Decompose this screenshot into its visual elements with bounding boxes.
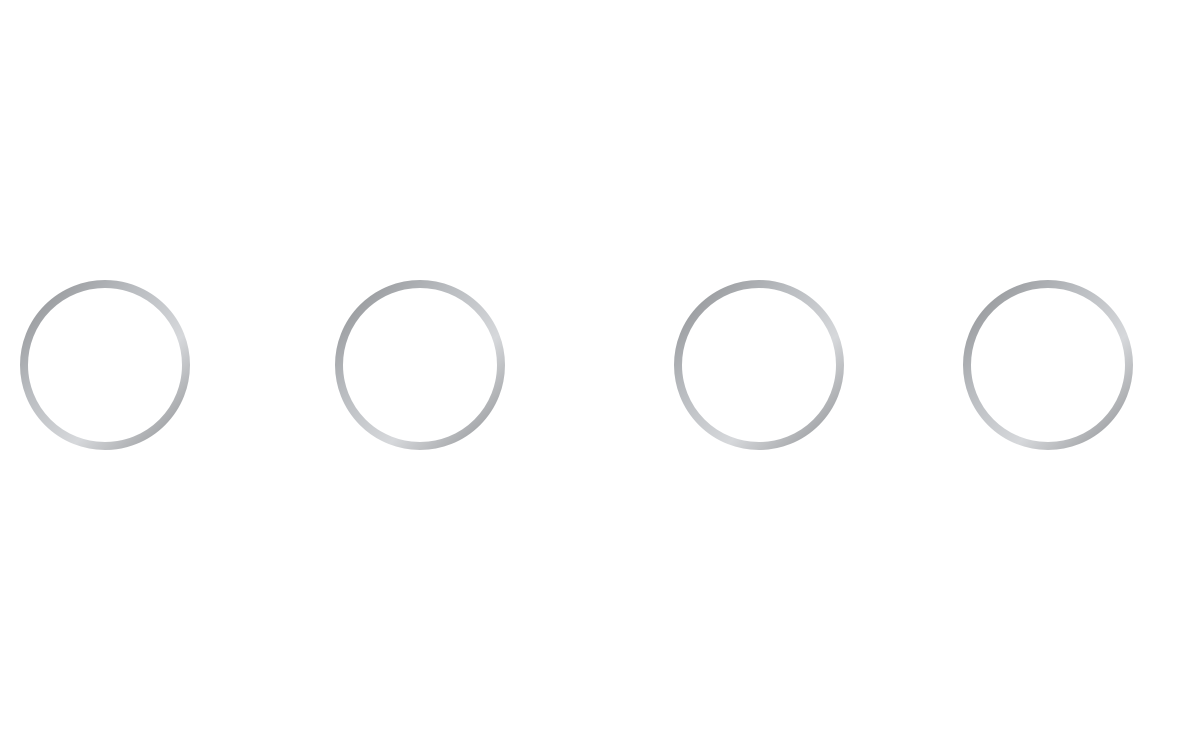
ring-outline-icon [673, 279, 845, 451]
ring-outline-graphic [674, 280, 844, 450]
ring-outline-icon [962, 279, 1134, 451]
ring-outline-icon [19, 279, 191, 451]
ring-outline-icon [334, 279, 506, 451]
ring-outline-graphic [20, 280, 190, 450]
ring-outline-graphic [963, 280, 1133, 450]
ring-outline-graphic [335, 280, 505, 450]
